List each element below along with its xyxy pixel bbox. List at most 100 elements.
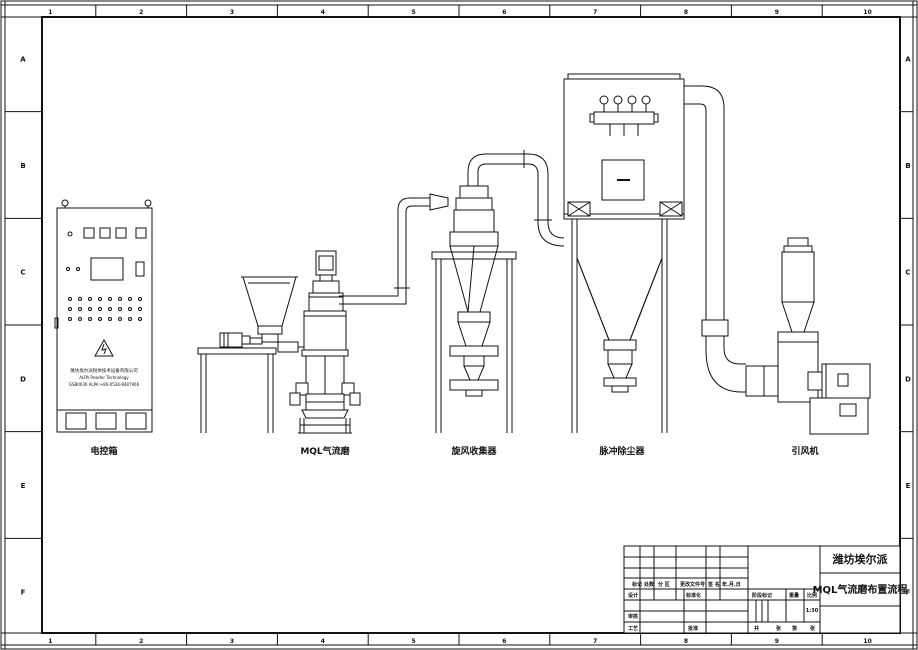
- row-letter: F: [906, 589, 911, 597]
- label-fan: 引风机: [791, 445, 818, 457]
- label-jet-mill: MQL气流磨: [300, 445, 350, 457]
- column-number: 7: [593, 9, 597, 16]
- row-letter: A: [20, 55, 26, 63]
- mql-jet-mill: [289, 250, 361, 434]
- row-letter: D: [20, 375, 26, 383]
- column-number: 1: [48, 9, 52, 16]
- column-number: 10: [863, 638, 871, 645]
- column-number: 9: [775, 9, 779, 16]
- tb-weight: 重量: [789, 592, 799, 599]
- column-number: 2: [139, 638, 143, 645]
- tb-page: 第: [792, 625, 797, 632]
- tb-scale-label: 比例: [807, 592, 817, 599]
- row-letters-right: A B C D E F: [900, 55, 913, 597]
- tb-design: 设计: [628, 592, 638, 599]
- row-letter: B: [20, 162, 25, 170]
- column-number: 5: [412, 638, 416, 645]
- cabinet-button: [118, 317, 122, 321]
- pipe-mill-to-cyclone: [339, 193, 449, 305]
- tb-stage-mark: 阶段标记: [752, 592, 772, 599]
- row-letter: F: [21, 589, 26, 597]
- cabinet-button: [78, 307, 82, 311]
- feeder: [197, 276, 306, 433]
- label-control-cabinet: 电控箱: [90, 445, 117, 457]
- title-company: 潍坊埃尔派: [833, 552, 889, 566]
- tb-count: 处数: [643, 581, 655, 588]
- cabinet-button: [108, 307, 112, 311]
- column-number: 7: [593, 638, 597, 645]
- cabinet-button: [98, 307, 102, 311]
- cabinet-button: [108, 297, 112, 301]
- cabinet-plate-line2: ALPA Powder Technology: [79, 375, 129, 380]
- title-block: 潍坊埃尔派 MQL气流磨布置流程 标记 处数 分 区 更改文件号 签 名 年.月…: [623, 545, 908, 634]
- row-letter: E: [21, 482, 26, 490]
- tb-mark: 标记: [631, 581, 642, 588]
- cabinet-button: [138, 297, 142, 301]
- tb-change-doc: 更改文件号: [680, 581, 705, 588]
- tb-standardize: 标准化: [685, 592, 701, 599]
- cabinet-plate-line3: GSB0036 ALPA:+86-0536-8487966: [69, 382, 140, 387]
- high-voltage-icon: [94, 338, 114, 357]
- cyclone-collector: [431, 185, 517, 433]
- tb-scale-value: 1:30: [806, 608, 819, 614]
- row-letter: C: [20, 269, 25, 277]
- tb-review: 审核: [628, 613, 638, 620]
- column-number: 6: [502, 9, 506, 16]
- column-number: 3: [230, 638, 234, 645]
- column-numbers-top: 1 2 3 4 5 6 7 8 9 10: [48, 5, 872, 17]
- column-number: 4: [321, 638, 325, 645]
- induced-fan: [763, 237, 871, 435]
- row-letter: B: [905, 162, 910, 170]
- column-number: 9: [775, 638, 779, 645]
- cabinet-button: [88, 297, 92, 301]
- column-number: 8: [684, 9, 688, 16]
- column-number: 6: [502, 638, 506, 645]
- tb-sign: 签 名: [707, 581, 720, 588]
- pulse-dust-collector: [563, 73, 685, 433]
- cabinet-button: [128, 307, 132, 311]
- column-number: 4: [321, 9, 325, 16]
- cabinet-button: [128, 297, 132, 301]
- cabinet-button: [98, 297, 102, 301]
- tb-total: 共: [754, 625, 759, 632]
- tb-process: 工艺: [628, 625, 638, 632]
- pipe-cyclone-to-collector: [467, 150, 565, 247]
- label-cyclone: 旋风收集器: [450, 445, 497, 457]
- column-number: 2: [139, 9, 143, 16]
- cabinet-button: [128, 317, 132, 321]
- cabinet-plate-line1: 潍坊埃尔派粉体技术设备有限公司: [70, 367, 138, 374]
- tb-page-sheets: 张: [810, 625, 816, 632]
- cabinet-button: [68, 297, 72, 301]
- row-letters-left: A B C D E F: [5, 55, 42, 597]
- cabinet-button: [88, 307, 92, 311]
- tb-zone: 分 区: [658, 581, 670, 588]
- cabinet-button: [138, 307, 142, 311]
- column-number: 3: [230, 9, 234, 16]
- column-number: 8: [684, 638, 688, 645]
- cabinet-button: [108, 317, 112, 321]
- row-letter: E: [906, 482, 911, 490]
- row-letter: A: [905, 55, 911, 63]
- cabinet-button: [88, 317, 92, 321]
- label-dust-collector: 脉冲除尘器: [598, 445, 645, 457]
- control-cabinet: 潍坊埃尔派粉体技术设备有限公司 ALPA Powder Technology G…: [54, 199, 153, 433]
- tb-date: 年.月.日: [722, 581, 741, 588]
- cabinet-button: [138, 317, 142, 321]
- column-numbers-bottom: 1 2 3 4 5 6 7 8 9 10: [48, 633, 872, 645]
- cabinet-button: [68, 317, 72, 321]
- cabinet-button: [78, 317, 82, 321]
- column-number: 10: [863, 9, 871, 16]
- cabinet-button: [78, 297, 82, 301]
- cabinet-button: [98, 317, 102, 321]
- tb-sheets: 张: [776, 625, 782, 632]
- row-letter: D: [905, 375, 911, 383]
- column-number: 5: [412, 9, 416, 16]
- cabinet-button: [118, 307, 122, 311]
- title-drawing-name: MQL气流磨布置流程: [813, 583, 908, 596]
- row-letter: C: [905, 269, 910, 277]
- column-number: 1: [48, 638, 52, 645]
- cabinet-button: [68, 307, 72, 311]
- pipe-collector-to-fan: [684, 85, 765, 397]
